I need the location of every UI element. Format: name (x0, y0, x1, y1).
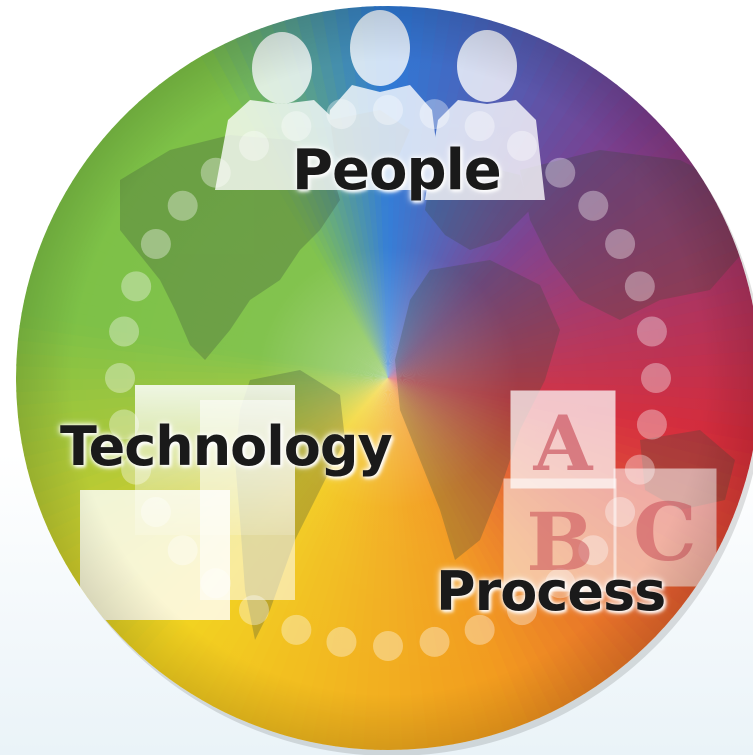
people-label: People (292, 138, 502, 203)
technology-label: Technology (60, 415, 393, 478)
process-label: Process (436, 560, 666, 623)
